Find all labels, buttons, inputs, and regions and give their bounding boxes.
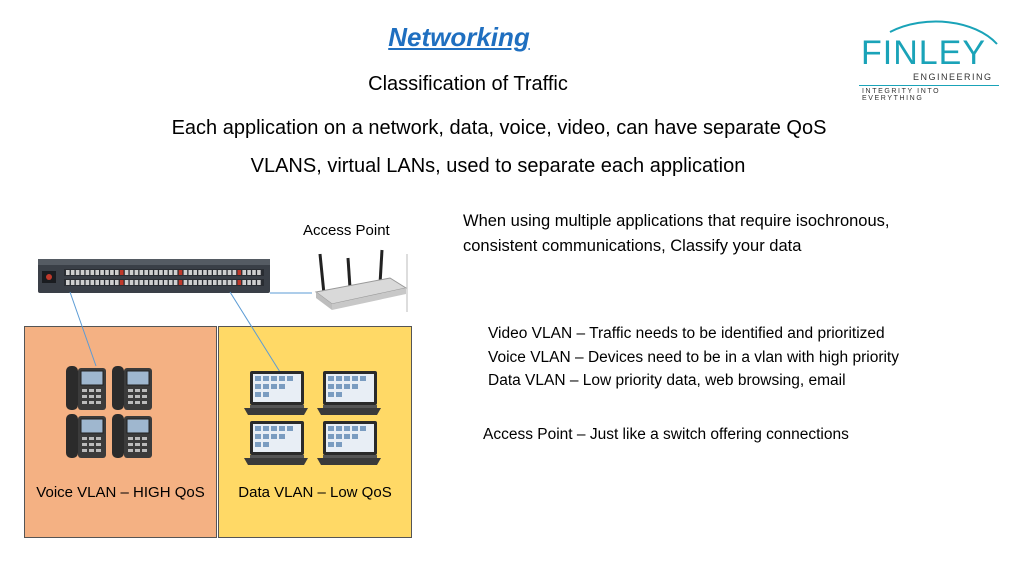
ip-phone-icon xyxy=(64,364,108,417)
laptop-icon xyxy=(315,370,383,421)
vlan-item-voice: Voice VLAN – Devices need to be in a vla… xyxy=(488,348,899,366)
isochronous-paragraph: When using multiple applications that re… xyxy=(463,209,1003,259)
slide-title: Networking xyxy=(388,22,530,52)
slide-subtitle: Classification of Traffic xyxy=(368,73,568,95)
vlan-item-video: Video VLAN – Traffic needs to be identif… xyxy=(488,325,885,342)
vlan-item-data: Data VLAN – Low priority data, web brows… xyxy=(488,372,846,389)
ip-phone-icon xyxy=(110,412,154,465)
voice-vlan-label: Voice VLAN – HIGH QoS xyxy=(36,484,205,501)
laptop-icon xyxy=(242,420,310,471)
body-line-1: Each application on a network, data, voi… xyxy=(171,117,827,139)
access-point-device-icon xyxy=(314,249,408,312)
ip-phone-icon xyxy=(110,364,154,417)
laptop-icon xyxy=(242,370,310,421)
logo-tagline: INTEGRITY INTO EVERYTHING xyxy=(862,88,941,102)
logo-engineering: ENGINEERING xyxy=(913,72,993,82)
data-vlan-label: Data VLAN – Low QoS xyxy=(238,484,392,501)
paragraph-line-2: consistent communications, Classify your… xyxy=(463,237,802,255)
paragraph-line-1: When using multiple applications that re… xyxy=(463,212,890,230)
voice-link-line xyxy=(69,291,97,367)
finley-logo: FINLEY ENGINEERING INTEGRITY INTO EVERYT… xyxy=(855,18,1005,102)
laptop-icon xyxy=(315,420,383,471)
access-point-description: Access Point – Just like a switch offeri… xyxy=(483,426,849,443)
logo-brand: FINLEY xyxy=(861,34,987,72)
network-switch-icon xyxy=(38,259,270,293)
body-line-2: VLANS, virtual LANs, used to separate ea… xyxy=(250,155,746,177)
ip-phone-icon xyxy=(64,412,108,465)
access-point-label: Access Point xyxy=(303,222,390,239)
logo-divider xyxy=(859,85,999,86)
data-link-line xyxy=(229,291,281,373)
vlan-list: Video VLAN – Traffic needs to be identif… xyxy=(488,322,899,393)
logo-swoosh-icon xyxy=(889,20,998,45)
